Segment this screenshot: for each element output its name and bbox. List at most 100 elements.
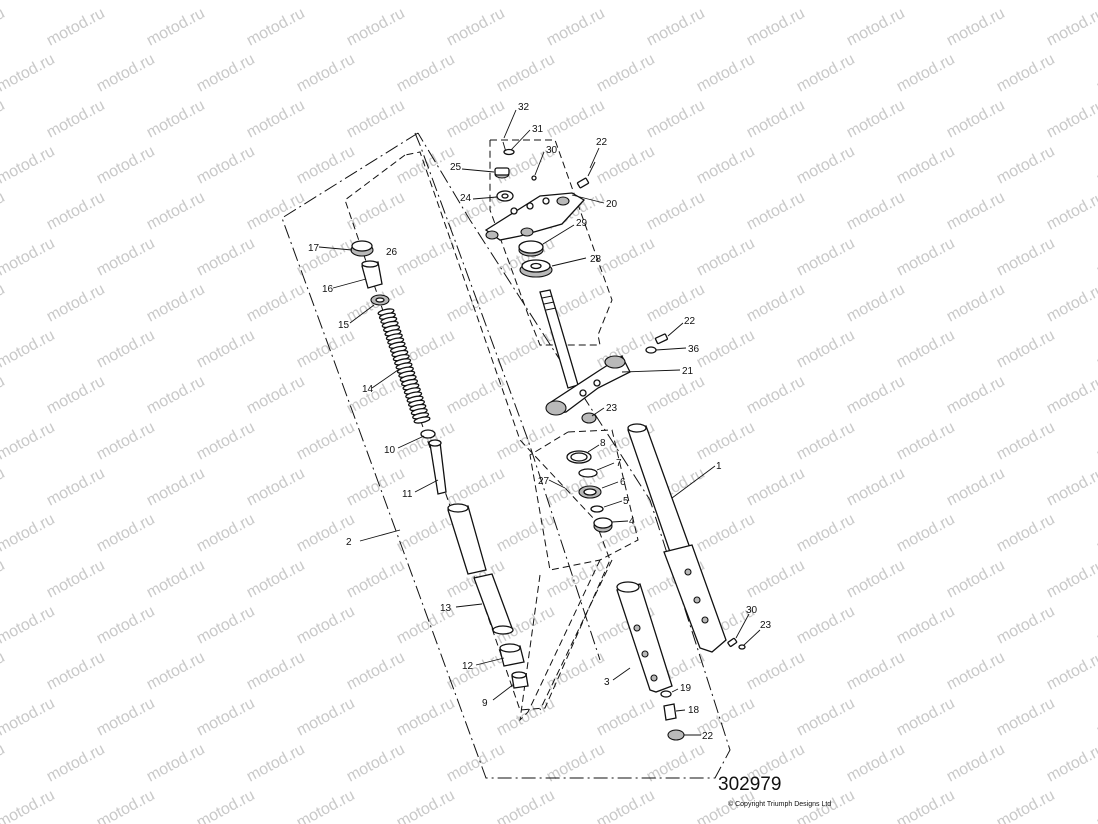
- watermark-text: motod.ru: [694, 51, 758, 96]
- watermark-text: motod.ru: [594, 787, 658, 824]
- washer-15: [370, 294, 390, 306]
- watermark-text: motod.ru: [44, 189, 108, 234]
- watermark-text: motod.ru: [444, 281, 508, 326]
- watermark-text: motod.ru: [944, 373, 1008, 418]
- watermark-text: motod.ru: [894, 0, 958, 4]
- watermark-text: motod.ru: [844, 373, 908, 418]
- watermark-text: motod.ru: [394, 511, 458, 556]
- watermark-text: motod.ru: [0, 327, 58, 372]
- top-yoke: [484, 192, 586, 241]
- watermark-text: motod.ru: [94, 511, 158, 556]
- part-number-label: 5: [623, 496, 629, 507]
- watermark-text: motod.ru: [694, 143, 758, 188]
- watermark-text: motod.ru: [994, 327, 1058, 372]
- part-number-label: 19: [680, 683, 692, 694]
- watermark-text: motod.ru: [1044, 557, 1098, 602]
- watermark-text: motod.ru: [644, 5, 708, 50]
- small-parts-19-18-23: [660, 690, 685, 741]
- watermark-text: motod.ru: [994, 511, 1058, 556]
- watermark-text: motod.ru: [144, 649, 208, 694]
- watermark-text: motod.ru: [844, 465, 908, 510]
- spacer-16: [361, 260, 383, 289]
- watermark-text: motod.ru: [894, 143, 958, 188]
- clip-7: [578, 468, 598, 478]
- watermark-text: motod.ru: [494, 51, 558, 96]
- part-number-label: 27: [538, 476, 550, 487]
- watermark-text: motod.ru: [194, 51, 258, 96]
- watermark-text: motod.ru: [694, 511, 758, 556]
- watermark-text: motod.ru: [894, 511, 958, 556]
- watermark-text: motod.ru: [1094, 511, 1098, 556]
- watermark-text: motod.ru: [394, 419, 458, 464]
- watermark-text: motod.ru: [644, 97, 708, 142]
- watermark-text: motod.ru: [144, 5, 208, 50]
- nut-29: [518, 240, 544, 257]
- watermark-text: motod.ru: [494, 511, 558, 556]
- watermark-text: motod.ru: [294, 511, 358, 556]
- watermark-text: motod.ru: [694, 235, 758, 280]
- watermark-text: motod.ru: [144, 97, 208, 142]
- watermark-text: motod.ru: [1044, 189, 1098, 234]
- watermark-text: motod.ru: [894, 235, 958, 280]
- watermark-text: motod.ru: [844, 5, 908, 50]
- watermark-text: motod.ru: [444, 741, 508, 786]
- watermark-text: motod.ru: [294, 419, 358, 464]
- bolt-22-top: [576, 161, 596, 189]
- watermark-text: motod.ru: [944, 281, 1008, 326]
- watermark-text: motod.ru: [744, 649, 808, 694]
- watermark-text: motod.ru: [94, 327, 158, 372]
- watermark-text: motod.ru: [0, 419, 58, 464]
- watermark-text: motod.ru: [594, 235, 658, 280]
- watermark-text: motod.ru: [644, 373, 708, 418]
- watermark-text: motod.ru: [944, 741, 1008, 786]
- part-number-label: 28: [590, 254, 602, 265]
- part-number-label: 32: [518, 102, 530, 113]
- watermark-text: motod.ru: [544, 97, 608, 142]
- top-nut-25: [494, 167, 510, 179]
- part-number-label: 13: [440, 603, 452, 614]
- part-number-label: 26: [386, 247, 398, 258]
- watermark-text: motod.ru: [44, 373, 108, 418]
- watermark-text: motod.ru: [444, 5, 508, 50]
- washer-5: [590, 505, 604, 513]
- watermark-text: motod.ru: [0, 0, 58, 4]
- part-number-label: 4: [629, 516, 635, 527]
- watermark-text: motod.ru: [194, 695, 258, 740]
- watermark-text: motod.ru: [844, 741, 908, 786]
- watermark-text: motod.ru: [244, 281, 308, 326]
- leader-lines: [318, 109, 761, 736]
- part-number-label: 23: [606, 403, 618, 414]
- watermark-text: motod.ru: [744, 5, 808, 50]
- watermark-text: motod.ru: [994, 143, 1058, 188]
- watermark-text: motod.ru: [844, 281, 908, 326]
- watermark-text: motod.ru: [44, 741, 108, 786]
- watermark-text: motod.ru: [994, 603, 1058, 648]
- watermark-text: motod.ru: [1044, 281, 1098, 326]
- part-number-label: 17: [308, 243, 320, 254]
- watermark-text: motod.ru: [1094, 51, 1098, 96]
- washer-24: [496, 190, 514, 202]
- part-number-label: 2: [346, 537, 352, 548]
- watermark-text: motod.ru: [444, 465, 508, 510]
- damper-rod-11: [428, 439, 447, 495]
- watermark-text: motod.ru: [944, 189, 1008, 234]
- watermark-text: motod.ru: [0, 787, 58, 824]
- watermark-text: motod.ru: [194, 235, 258, 280]
- watermark-text: motod.ru: [794, 603, 858, 648]
- watermark-text: motod.ru: [794, 511, 858, 556]
- watermark-text: motod.ru: [0, 97, 8, 142]
- watermark-text: motod.ru: [144, 465, 208, 510]
- watermark-text: motod.ru: [294, 603, 358, 648]
- watermark-text: motod.ru: [744, 557, 808, 602]
- watermark-text: motod.ru: [244, 557, 308, 602]
- watermark-text: motod.ru: [544, 5, 608, 50]
- watermark-text: motod.ru: [344, 189, 408, 234]
- bush-6: [578, 485, 602, 499]
- watermark-text: motod.ru: [594, 0, 658, 4]
- watermark-text: motod.ru: [294, 0, 358, 4]
- watermark-text: motod.ru: [344, 557, 408, 602]
- pin-31-32: [502, 141, 537, 181]
- watermark-text: motod.ru: [794, 419, 858, 464]
- watermark-text: motod.ru: [344, 373, 408, 418]
- part-number-label: 1: [716, 461, 722, 472]
